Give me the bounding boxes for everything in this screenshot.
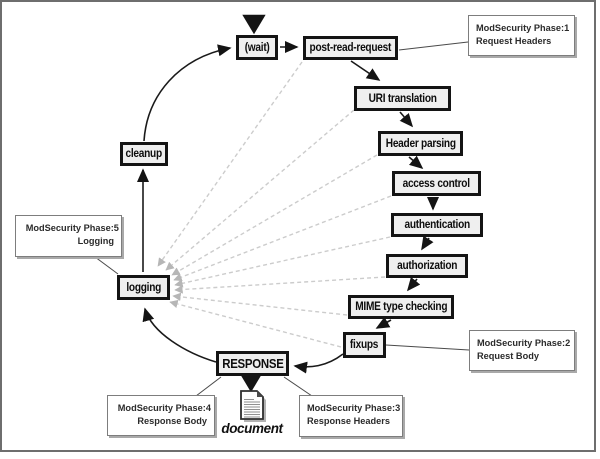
node-header-parsing-label: Header parsing: [385, 137, 456, 150]
node-access-control-label: access control: [402, 177, 471, 190]
annotation-connector-lines: [90, 41, 470, 397]
annotation-phase2: ModSecurity Phase:2 Request Body: [469, 330, 575, 371]
document-icon: [240, 390, 266, 422]
node-response-label: RESPONSE: [221, 356, 284, 371]
node-logging-label: logging: [126, 281, 161, 294]
node-logging: logging: [117, 275, 170, 300]
node-authentication-label: authentication: [404, 219, 470, 231]
annotation-phase5: ModSecurity Phase:5 Logging: [15, 215, 122, 257]
node-authorization: authorization: [386, 254, 468, 278]
node-cleanup: cleanup: [120, 142, 168, 166]
node-access-control: access control: [392, 171, 481, 196]
node-post-read-request: post-read-request: [303, 36, 398, 60]
annotation-phase1-title: ModSecurity Phase:1: [476, 23, 570, 34]
node-response: RESPONSE: [216, 351, 289, 376]
annotation-phase4-subtitle: Response Body: [137, 416, 207, 427]
annotation-phase4-title: ModSecurity Phase:4: [117, 403, 211, 414]
annotation-phase1-subtitle: Request Headers: [476, 36, 552, 47]
document-label: document: [221, 421, 283, 436]
annotation-phase5-subtitle: Logging: [77, 236, 114, 247]
annotation-phase4: ModSecurity Phase:4 Response Body: [107, 395, 215, 436]
node-post-read-request-label: post-read-request: [309, 42, 392, 54]
node-mime-type-checking-label: MIME type checking: [355, 301, 447, 313]
node-fixups-label: fixups: [350, 339, 379, 351]
node-wait: (wait): [236, 35, 278, 60]
annotation-phase1: ModSecurity Phase:1 Request Headers: [468, 15, 575, 56]
node-wait-label: (wait): [244, 41, 270, 54]
annotation-phase5-title: ModSecurity Phase:5: [25, 223, 119, 234]
node-mime-type-checking: MIME type checking: [348, 295, 454, 319]
flow-arrows: [137, 41, 439, 374]
node-header-parsing: Header parsing: [378, 131, 463, 156]
node-cleanup-label: cleanup: [125, 148, 163, 160]
node-authorization-label: authorization: [396, 260, 458, 272]
node-authentication: authentication: [391, 213, 483, 237]
annotation-phase3-subtitle: Response Headers: [307, 416, 390, 427]
node-uri-translation: URI translation: [354, 86, 451, 111]
node-fixups: fixups: [343, 332, 386, 358]
annotation-phase2-subtitle: Request Body: [477, 351, 539, 362]
annotation-phase3-title: ModSecurity Phase:3: [307, 403, 401, 414]
entry-and-output-arrows: [239, 14, 266, 393]
diagram-frame: [0, 0, 596, 452]
node-uri-translation-label: URI translation: [368, 92, 437, 105]
annotation-phase3: ModSecurity Phase:3 Response Headers: [299, 395, 403, 437]
phase-to-logging-dashed-arrows: [157, 61, 392, 348]
annotation-phase2-title: ModSecurity Phase:2: [477, 338, 571, 349]
